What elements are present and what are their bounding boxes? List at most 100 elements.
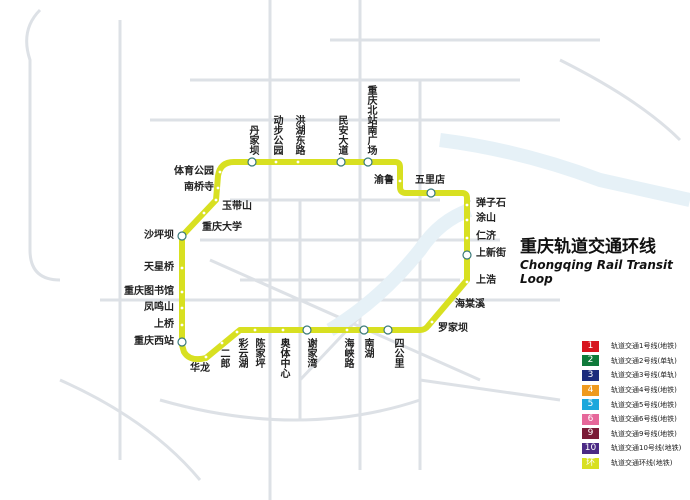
loop-line xyxy=(179,159,470,363)
station-label: 五里店 xyxy=(415,175,445,186)
station-label: 陈家坪 xyxy=(253,338,264,368)
station-marker xyxy=(345,328,349,332)
station-label: 洪湖东路 xyxy=(293,115,304,155)
interchange-station-marker xyxy=(383,325,393,335)
station-marker xyxy=(451,304,455,308)
station-label: 凤鸣山 xyxy=(144,302,174,313)
station-label: 罗家坝 xyxy=(438,323,468,334)
legend-item: 2 轨道交通2号线(单轨) xyxy=(582,354,681,369)
station-label: 涂山 xyxy=(476,213,496,224)
interchange-station-marker xyxy=(177,231,187,241)
interchange-station-marker xyxy=(247,157,257,167)
interchange-station-marker xyxy=(302,325,312,335)
station-label: 体育公园 xyxy=(174,166,214,177)
station-label: 重庆大学 xyxy=(202,222,242,233)
station-marker xyxy=(465,236,469,240)
legend-line-badge: 5 xyxy=(582,399,599,411)
station-label: 海棠溪 xyxy=(455,299,485,310)
station-label: 重庆北站南广场 xyxy=(365,85,376,155)
river xyxy=(326,133,690,337)
legend-item: 10 轨道交通10号线(地铁) xyxy=(582,441,681,456)
background-line xyxy=(25,8,61,282)
legend-item: 5 轨道交通5号线(地铁) xyxy=(582,397,681,412)
station-label: 仁济 xyxy=(476,231,496,242)
station-label: 上桥 xyxy=(154,319,174,330)
legend-label: 轨道交通6号线(地铁) xyxy=(611,415,677,424)
station-label: 四公里 xyxy=(392,338,403,368)
station-label: 上新街 xyxy=(476,248,506,259)
station-marker xyxy=(465,203,469,207)
background-line xyxy=(419,378,561,402)
station-marker xyxy=(214,198,218,202)
station-label: 奥体中心 xyxy=(278,338,289,378)
legend-label: 轨道交通2号线(单轨) xyxy=(611,356,677,365)
station-label: 动步公园 xyxy=(271,115,282,155)
legend-line-badge: 3 xyxy=(582,369,599,381)
station-marker xyxy=(180,266,184,270)
station-label: 谢家湾 xyxy=(305,338,316,368)
station-label: 沙坪坝 xyxy=(144,230,174,241)
station-marker xyxy=(220,341,224,345)
interchange-station-marker xyxy=(336,157,346,167)
interchange-station-marker xyxy=(363,157,373,167)
legend-item: 1 轨道交通1号线(地铁) xyxy=(582,339,681,354)
station-marker xyxy=(398,179,402,183)
station-marker xyxy=(235,330,239,334)
map-title: 重庆轨道交通环线 xyxy=(520,237,656,257)
legend-label: 轨道交通4号线(地铁) xyxy=(611,386,677,395)
map-subtitle: Chongqing Rail Transit Loop xyxy=(520,258,673,286)
station-label: 渝鲁 xyxy=(374,175,394,186)
station-marker xyxy=(465,218,469,222)
station-marker xyxy=(202,211,206,215)
station-marker xyxy=(281,328,285,332)
station-marker xyxy=(180,323,184,327)
station-label: 上浩 xyxy=(476,275,496,286)
legend-label: 轨道交通1号线(地铁) xyxy=(611,342,677,351)
legend-line-badge: 1 xyxy=(582,340,599,352)
station-marker xyxy=(180,290,184,294)
legend-item: 9 轨道交通9号线(地铁) xyxy=(582,427,681,442)
legend-label: 轨道交通5号线(地铁) xyxy=(611,400,677,409)
legend-line-badge: 4 xyxy=(582,384,599,396)
station-label: 彩云湖 xyxy=(236,338,247,368)
legend-item: 4 轨道交通4号线(地铁) xyxy=(582,383,681,398)
background-line xyxy=(59,378,202,481)
station-label: 重庆图书馆 xyxy=(124,286,174,297)
legend-label: 轨道交通10号线(地铁) xyxy=(611,444,682,453)
station-label: 南桥寺 xyxy=(184,182,214,193)
station-label: 民安大道 xyxy=(336,115,347,155)
legend-line-badge: 2 xyxy=(582,355,599,367)
interchange-station-marker xyxy=(359,325,369,335)
station-marker xyxy=(204,355,208,359)
station-marker xyxy=(218,170,222,174)
station-marker xyxy=(253,328,257,332)
legend-item: 3 轨道交通3号线(单轨) xyxy=(582,368,681,383)
legend-line-badge: 环 xyxy=(582,457,599,469)
station-label: 玉带山 xyxy=(222,201,252,212)
legend-label: 轨道交通环线(地铁) xyxy=(611,459,673,468)
station-marker xyxy=(216,186,220,190)
background-line xyxy=(559,58,682,142)
station-label: 华龙 xyxy=(190,363,210,374)
legend-label: 轨道交通9号线(地铁) xyxy=(611,429,677,438)
interchange-station-marker xyxy=(426,188,436,198)
legend-item: 环 轨道交通环线(地铁) xyxy=(582,456,681,471)
station-marker xyxy=(430,320,434,324)
station-label: 南湖 xyxy=(362,338,373,358)
station-label: 海峡路 xyxy=(342,338,353,368)
legend-label: 轨道交通3号线(单轨) xyxy=(611,371,677,380)
station-marker xyxy=(274,160,278,164)
line-legend: 1 轨道交通1号线(地铁) 2 轨道交通2号线(单轨) 3 轨道交通3号线(单轨) 4 轨道交… xyxy=(582,339,681,470)
legend-line-badge: 10 xyxy=(582,442,599,454)
station-marker xyxy=(296,160,300,164)
station-label: 弹子石 xyxy=(476,198,506,209)
background-network xyxy=(25,0,690,500)
station-layer xyxy=(177,157,472,359)
interchange-station-marker xyxy=(177,337,187,347)
station-label: 丹家坝 xyxy=(247,125,258,155)
legend-line-badge: 9 xyxy=(582,428,599,440)
station-marker xyxy=(465,280,469,284)
